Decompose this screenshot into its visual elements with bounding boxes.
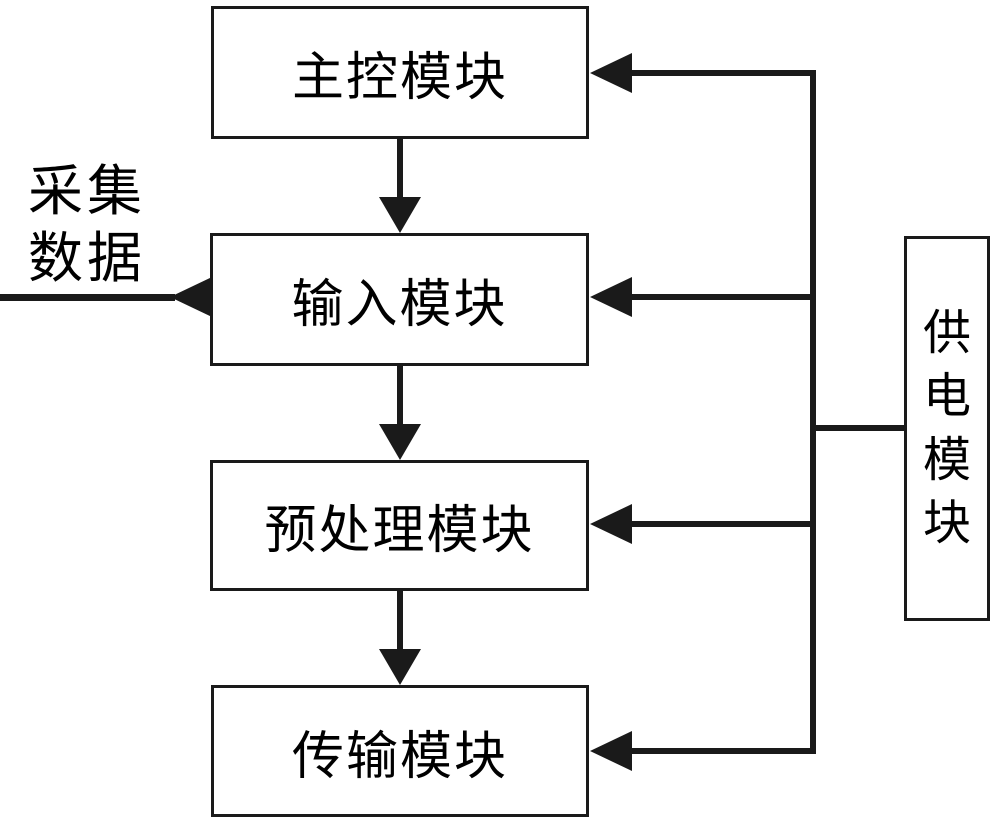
- arrowhead-main-to-input: [379, 197, 421, 233]
- external-input-label: 采集 数据: [28, 158, 146, 292]
- arrowhead-into-transmit: [590, 731, 632, 771]
- box-input-module: 输入模块: [210, 233, 589, 366]
- power-branch-to-input-line: [625, 294, 816, 300]
- transmit-module-label: 传输模块: [291, 728, 508, 786]
- external-input-label-line2: 数据: [28, 228, 147, 289]
- power-branch-to-preprocess-line: [625, 521, 816, 527]
- external-input-line: [0, 294, 175, 301]
- power-trunk-line: [810, 70, 816, 754]
- arrowhead-external-into-input: [170, 277, 212, 317]
- connector-main-to-input-line: [397, 139, 403, 203]
- box-power-supply-module: 供电模块: [904, 236, 990, 621]
- power-branch-to-transmit-line: [625, 748, 816, 754]
- preprocess-module-label: 预处理模块: [264, 503, 535, 560]
- box-preprocess-module: 预处理模块: [210, 460, 589, 591]
- box-main-control-module: 主控模块: [211, 6, 589, 139]
- input-module-label: 输入模块: [291, 277, 508, 334]
- power-branch-to-main-line: [625, 70, 816, 76]
- connector-preprocess-to-transmit-line: [397, 591, 403, 655]
- arrowhead-into-main-control: [590, 53, 632, 93]
- connector-input-to-preprocess-line: [397, 366, 403, 430]
- arrowhead-into-preprocess: [590, 504, 632, 544]
- main-control-module-label: 主控模块: [291, 50, 508, 107]
- arrowhead-preprocess-to-transmit: [379, 649, 421, 685]
- external-input-label-line1: 采集: [28, 161, 147, 222]
- power-box-connector-line: [813, 425, 904, 431]
- arrowhead-input-to-preprocess: [379, 424, 421, 460]
- arrowhead-into-input-from-power: [590, 277, 632, 317]
- box-transmit-module: 传输模块: [211, 685, 589, 817]
- power-supply-module-label: 供电模块: [923, 306, 972, 550]
